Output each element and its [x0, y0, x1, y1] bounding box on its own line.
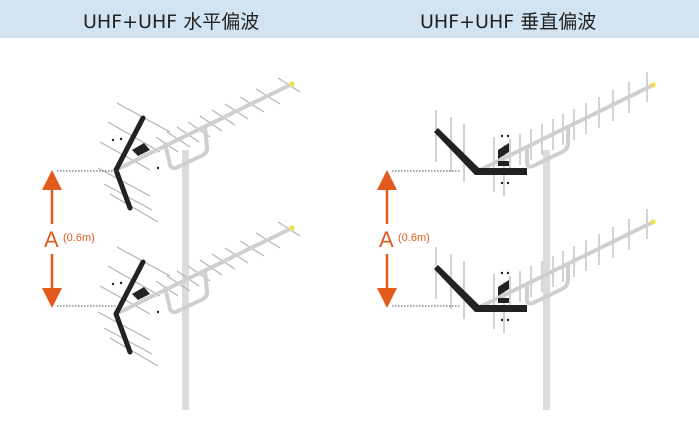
spacing-value-left: (0.6m) — [63, 232, 95, 244]
panel-title-vertical: UHF+UHF 垂直偏波 — [420, 11, 597, 33]
dimension-left — [42, 170, 120, 308]
dimension-right — [377, 170, 460, 308]
antenna-vertical-upper — [434, 72, 656, 196]
antenna-horizontal-lower — [98, 222, 300, 366]
header-bar — [0, 0, 699, 38]
spacing-label-left: A — [44, 227, 59, 252]
panel-title-horizontal: UHF+UHF 水平偏波 — [83, 11, 260, 33]
antenna-horizontal-upper — [97, 77, 301, 223]
mast-right — [543, 150, 550, 410]
spacing-value-right: (0.6m) — [398, 232, 430, 244]
spacing-label-right: A — [379, 227, 394, 252]
